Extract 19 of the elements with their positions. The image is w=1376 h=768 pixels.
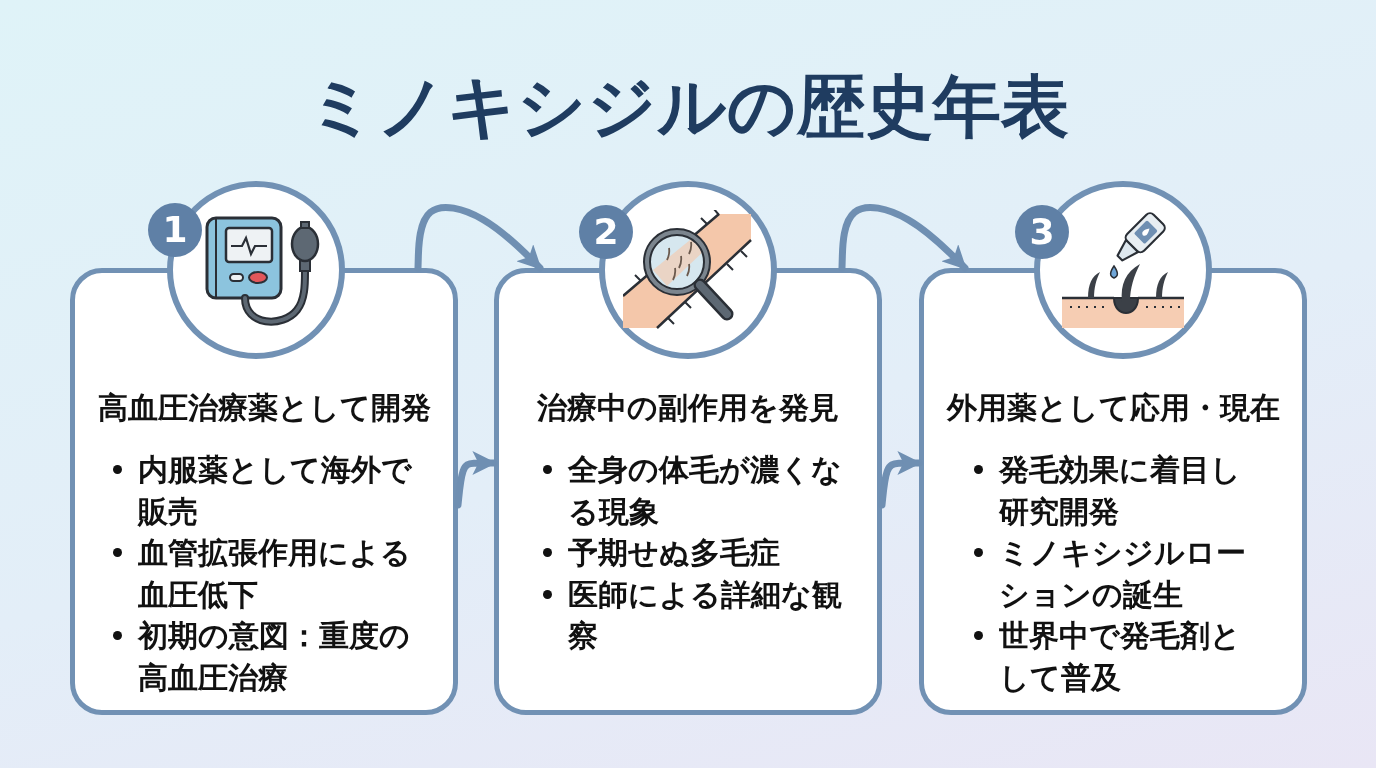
bullet-text: 発毛効果に着目し研究開発 bbox=[999, 451, 1242, 531]
step-card bbox=[919, 268, 1307, 715]
step-number-badge: 1 bbox=[148, 203, 202, 257]
step-card bbox=[70, 268, 458, 715]
step-card bbox=[494, 268, 882, 715]
bullet-text: 内服薬として海外で販売 bbox=[138, 451, 413, 531]
bullet-text: 世界中で発毛剤として普及 bbox=[999, 617, 1242, 697]
step-heading: 治療中の副作用を発見 bbox=[537, 390, 839, 426]
step-heading: 外用薬として応用・現在 bbox=[946, 390, 1280, 426]
bullet-text: 血管拡張作用による血圧低下 bbox=[138, 534, 412, 614]
bullet-text: 初期の意図：重度の高血圧治療 bbox=[138, 617, 411, 697]
step-number-badge: 3 bbox=[1015, 205, 1069, 259]
bullet-text: 全身の体毛が濃くなる現象 bbox=[568, 451, 843, 531]
step-number-badge: 2 bbox=[579, 205, 633, 259]
bullet-text: 医師による詳細な観察 bbox=[568, 575, 843, 655]
bullet-text: 予期せぬ多毛症 bbox=[568, 534, 781, 572]
bullet-text: ミノキシジルローションの誕生 bbox=[999, 534, 1247, 614]
title: ミノキシジルの歴史年表 bbox=[307, 66, 1069, 148]
step-heading: 高血圧治療薬として開発 bbox=[97, 390, 431, 426]
